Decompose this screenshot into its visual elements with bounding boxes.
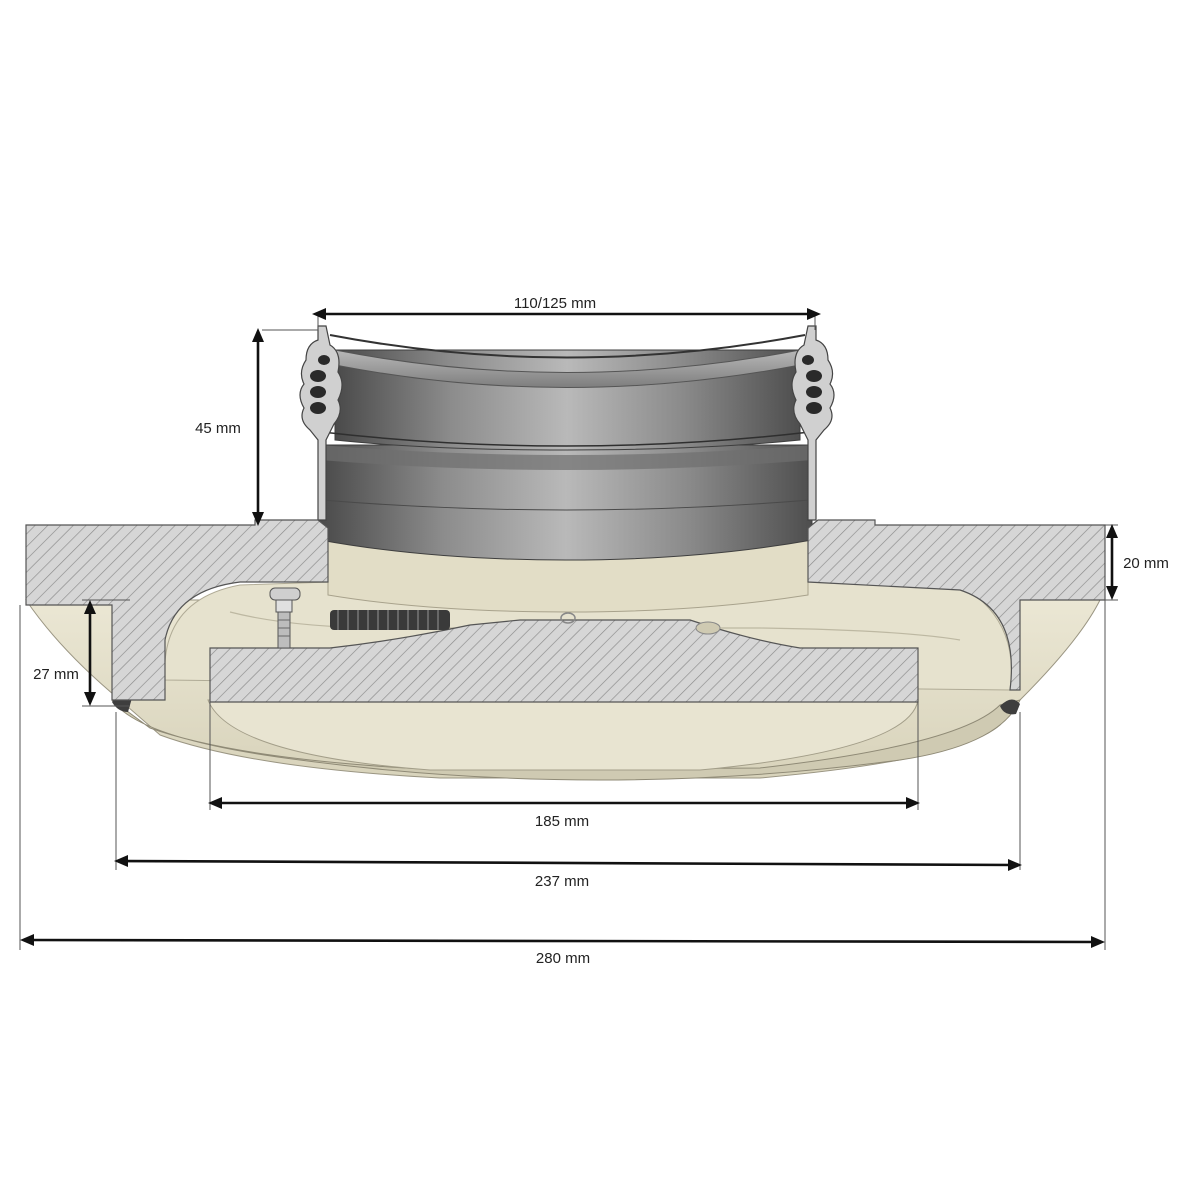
dimension-pipe-diameter: 110/125 mm [312,295,821,320]
flange-label: 280 mm [536,950,590,967]
inner-plate-label: 185 mm [535,813,589,830]
extension-lines [19,312,1118,950]
pipe-height-label: 45 mm [195,420,241,437]
dimension-body-height: 27 mm [33,600,96,706]
pipe-diameter-label: 110/125 mm [514,295,596,312]
dimension-inner-plate: 185 mm [208,797,920,830]
dimension-pipe-height: 45 mm [195,328,264,526]
dimension-bowl: 237 mm [114,855,1022,890]
dimension-flange: 280 mm [20,934,1105,967]
outlet-pipe [319,334,813,613]
bowl-label: 237 mm [535,873,589,890]
flange-thickness-label: 20 mm [1123,555,1169,572]
screw-hardware [269,587,301,649]
spring-hardware [330,610,721,635]
inner-plate-section [209,619,919,703]
dimension-flange-thickness: 20 mm [1106,524,1169,600]
body-height-label: 27 mm [33,666,79,683]
pipe-seal-right [791,325,835,521]
pipe-seal-left [299,325,343,521]
